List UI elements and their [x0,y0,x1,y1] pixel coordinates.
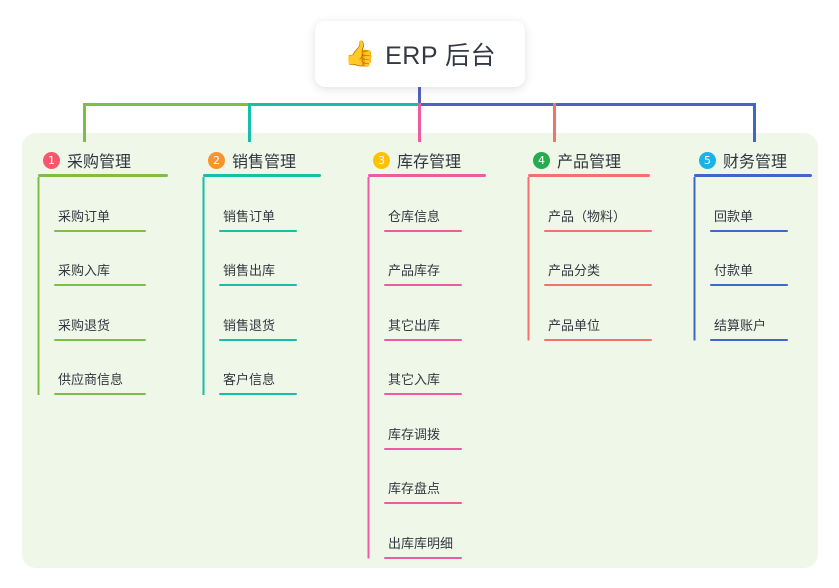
leaf-underline [54,229,146,232]
leaf-node[interactable]: 销售订单 [195,177,345,232]
leaf-underline [384,284,462,286]
branch-underline [528,174,650,177]
branch-number-badge: 4 [533,151,550,169]
leaf-underline [384,229,462,232]
branch-underline [694,174,812,177]
branch-column-3: 3 库存管理仓库信息产品库存其它出库其它入库库存调拨库存盘点出库库明细 [360,143,510,559]
leaf-label: 付款单 [714,263,754,278]
leaf-underline [54,338,146,341]
branch-header-3[interactable]: 3 库存管理 [360,143,510,177]
leaf-underline [384,338,462,341]
branch-header-5[interactable]: 5 财务管理 [686,143,821,177]
branch-column-1: 1 采购管理采购订单采购入库采购退货供应商信息 [30,143,180,395]
leaf-node[interactable]: 产品库存 [360,232,510,286]
branch-number-badge: 3 [373,151,390,169]
leaf-node[interactable]: 客户信息 [195,341,345,395]
leaf-label: 结算账户 [714,317,767,333]
leaf-underline [219,393,297,395]
leaf-label: 库存盘点 [388,481,441,496]
branch-underline [38,174,168,177]
leaf-node[interactable]: 采购入库 [30,232,180,286]
leaf-underline [710,338,788,341]
leaf-underline [710,229,788,232]
thumbs-up-icon: 👍 [343,39,376,68]
leaf-node[interactable]: 仓库信息 [360,177,510,232]
leaf-underline [219,338,297,341]
root-title: ERP 后台 [385,42,497,70]
leaf-underline [54,284,146,286]
leaf-node[interactable]: 库存调拨 [360,395,510,450]
leaf-underline [384,556,462,559]
branch-header-4[interactable]: 4 产品管理 [520,143,680,177]
leaf-label: 产品单位 [548,317,601,333]
leaf-underline [544,338,652,341]
leaf-node[interactable]: 产品分类 [520,232,680,286]
leaf-underline [544,229,652,232]
leaf-label: 采购退货 [58,317,111,333]
leaf-label: 其它入库 [388,372,441,387]
leaf-underline [219,229,297,232]
leaf-node[interactable]: 回款单 [686,177,821,232]
branch-column-2: 2 销售管理销售订单销售出库销售退货客户信息 [195,143,345,395]
branch-title: 库存管理 [397,154,462,171]
leaf-underline [544,284,652,286]
leaf-label: 销售订单 [223,208,276,224]
leaf-node[interactable]: 产品单位 [520,286,680,341]
branch-underline [203,174,321,177]
leaf-label: 回款单 [714,208,754,224]
branch-header-1[interactable]: 1 采购管理 [30,143,180,177]
leaf-label: 产品（物料） [548,208,627,224]
branch-title: 采购管理 [67,154,132,171]
leaf-label: 客户信息 [223,372,276,387]
branch-number-badge: 5 [699,151,716,169]
leaf-node[interactable]: 产品（物料） [520,177,680,232]
leaf-label: 销售出库 [223,263,276,278]
leaf-label: 采购入库 [58,263,111,278]
leaf-label: 出库库明细 [388,535,454,551]
leaf-node[interactable]: 库存盘点 [360,450,510,504]
leaf-node[interactable]: 付款单 [686,232,821,286]
leaf-node[interactable]: 采购订单 [30,177,180,232]
leaf-node[interactable]: 销售出库 [195,232,345,286]
leaf-label: 产品库存 [388,263,441,278]
leaf-underline [384,393,462,395]
leaf-label: 供应商信息 [58,372,124,387]
leaf-underline [54,393,146,395]
branch-underline [368,174,486,177]
leaf-label: 销售退货 [223,317,276,333]
leaf-underline [219,284,297,286]
leaf-node[interactable]: 供应商信息 [30,341,180,395]
leaf-underline [710,284,788,286]
leaf-node[interactable]: 出库库明细 [360,504,510,559]
branch-title: 产品管理 [557,154,622,171]
branch-column-4: 4 产品管理产品（物料） 产品分类产品单位 [520,143,680,341]
root-node[interactable]: 👍 ERP 后台 [315,21,525,87]
branch-column-5: 5 财务管理回款单付款单结算账户 [686,143,821,341]
branch-number-badge: 2 [208,151,225,169]
leaf-node[interactable]: 其它入库 [360,341,510,395]
leaf-node[interactable]: 采购退货 [30,286,180,341]
leaf-node[interactable]: 销售退货 [195,286,345,341]
branch-header-2[interactable]: 2 销售管理 [195,143,345,177]
leaf-label: 库存调拨 [388,426,441,442]
branch-title: 销售管理 [232,154,297,171]
leaf-label: 其它出库 [388,317,441,333]
branch-title: 财务管理 [723,154,788,171]
branches-panel [22,133,818,568]
leaf-node[interactable]: 结算账户 [686,286,821,341]
branch-number-badge: 1 [43,151,60,169]
leaf-node[interactable]: 其它出库 [360,286,510,341]
leaf-label: 产品分类 [548,263,601,278]
leaf-label: 仓库信息 [388,208,441,224]
leaf-label: 采购订单 [58,208,111,224]
leaf-underline [384,447,462,450]
leaf-underline [384,502,462,504]
